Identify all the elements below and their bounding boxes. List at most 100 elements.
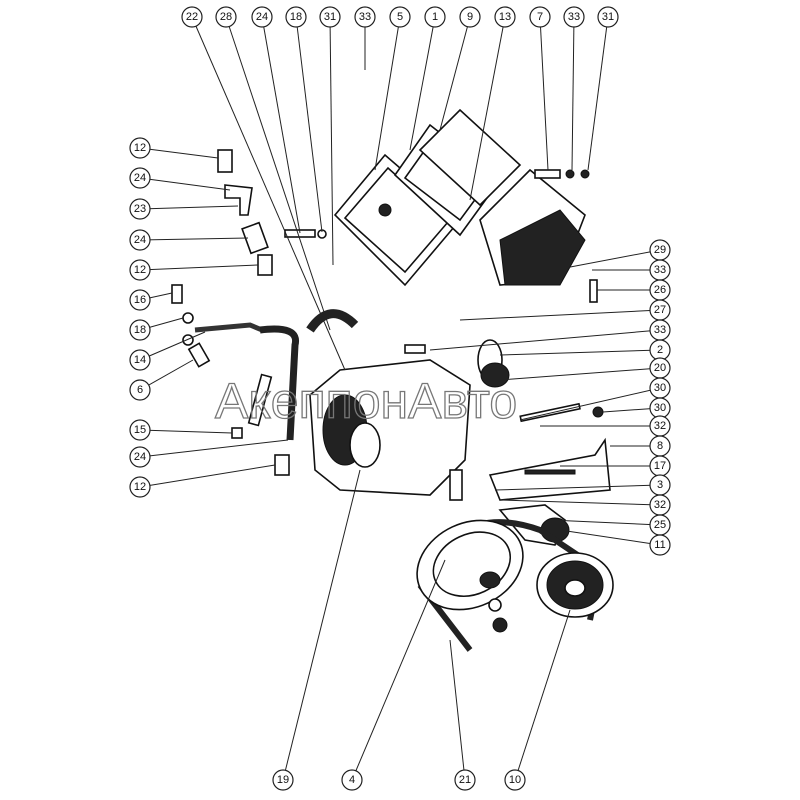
callout-top-1: 1 [424, 6, 446, 28]
coupling-2 [477, 339, 510, 388]
leader-line [139, 237, 249, 241]
callout-label: 33 [654, 264, 666, 276]
callout-label: 3 [657, 479, 663, 491]
plug-15 [231, 427, 243, 439]
callout-label: 33 [654, 324, 666, 336]
callout-right-26: 26 [649, 279, 671, 301]
callout-right-8: 8 [649, 435, 671, 457]
callout-circle [389, 6, 411, 28]
leader-line [282, 469, 361, 781]
callout-label: 6 [137, 384, 143, 396]
callout-label: 8 [657, 440, 663, 452]
callout-label: 11 [654, 539, 665, 551]
callout-label: 26 [654, 284, 666, 296]
leader-line [564, 249, 661, 269]
washer-18b [182, 334, 194, 346]
callout-label: 13 [499, 11, 511, 23]
callout-circle [272, 769, 294, 791]
callout-label: 20 [654, 362, 666, 374]
callout-circle [563, 6, 585, 28]
callout-top-28: 28 [215, 6, 237, 28]
fitting-12c [274, 454, 290, 476]
callout-label: 21 [459, 774, 471, 786]
callout-circle [129, 349, 151, 371]
fitting-6 [187, 342, 211, 368]
callout-right-2: 2 [649, 339, 671, 361]
callout-label: 25 [654, 519, 666, 531]
callout-circle [129, 198, 151, 220]
callout-right-3: 3 [649, 474, 671, 496]
callout-circle [454, 769, 476, 791]
leader-line [139, 177, 231, 191]
leader-line [139, 147, 219, 159]
leader-line [351, 559, 446, 781]
callout-bottom-4: 4 [341, 769, 363, 791]
callout-right-29: 29 [649, 239, 671, 261]
bolt-33 [404, 344, 426, 354]
callout-circle [181, 6, 203, 28]
nut-24 [241, 221, 269, 255]
leader-line [139, 439, 289, 458]
leader-line [225, 16, 331, 331]
callout-circle [251, 6, 273, 28]
callout-top-31: 31 [597, 6, 619, 28]
bolt-26 [589, 279, 598, 303]
leader-line [539, 16, 549, 171]
callout-circle [129, 259, 151, 281]
callout-circle [129, 289, 151, 311]
callout-label: 30 [654, 402, 666, 414]
leader-line [429, 329, 661, 351]
callout-top-7: 7 [529, 6, 551, 28]
callout-label: 2 [657, 344, 663, 356]
callout-right-25: 25 [649, 514, 671, 536]
nut [492, 617, 508, 633]
callout-top-18: 18 [285, 6, 307, 28]
elbow-23 [224, 184, 253, 216]
leader-line [469, 16, 506, 201]
callout-circle [504, 769, 526, 791]
callout-circle [424, 6, 446, 28]
callout-label: 4 [349, 774, 355, 786]
callout-top-5: 5 [389, 6, 411, 28]
callout-left-24: 24 [129, 446, 151, 468]
callout-label: 32 [654, 499, 666, 511]
gasket-9-13 [418, 108, 522, 207]
callout-label: 33 [568, 11, 580, 23]
leader-line [571, 16, 575, 171]
bolt-24 [284, 229, 327, 239]
callout-top-33: 33 [354, 6, 376, 28]
callout-circle [494, 6, 516, 28]
leader-line [374, 16, 401, 171]
leader-line [139, 264, 259, 271]
leader-line [549, 519, 661, 526]
leader-line [499, 499, 661, 506]
leader-line [439, 16, 471, 131]
callout-label: 24 [134, 172, 146, 184]
callout-label: 15 [134, 424, 146, 436]
callout-top-22: 22 [181, 6, 203, 28]
callout-circle [129, 167, 151, 189]
callout-label: 18 [290, 11, 302, 23]
callout-label: 12 [134, 142, 146, 154]
callout-circle [529, 6, 551, 28]
callout-left-24: 24 [129, 229, 151, 251]
callout-circle [129, 137, 151, 159]
callout-left-16: 16 [129, 289, 151, 311]
callout-label: 22 [186, 11, 198, 23]
stud [247, 373, 273, 427]
callout-label: 32 [654, 420, 666, 432]
pulley-4 [416, 519, 524, 611]
leader-line [587, 16, 609, 171]
callout-circle [597, 6, 619, 28]
callout-label: 31 [602, 11, 614, 23]
pipe-14 [194, 322, 263, 333]
leader-line [514, 609, 571, 781]
callout-top-9: 9 [459, 6, 481, 28]
callout-right-11: 11 [649, 534, 671, 556]
callout-label: 10 [509, 774, 521, 786]
hose-24 [259, 325, 300, 441]
callout-circle [459, 6, 481, 28]
callout-left-12: 12 [129, 259, 151, 281]
callout-circle [129, 229, 151, 251]
bracket-3 [488, 437, 611, 501]
